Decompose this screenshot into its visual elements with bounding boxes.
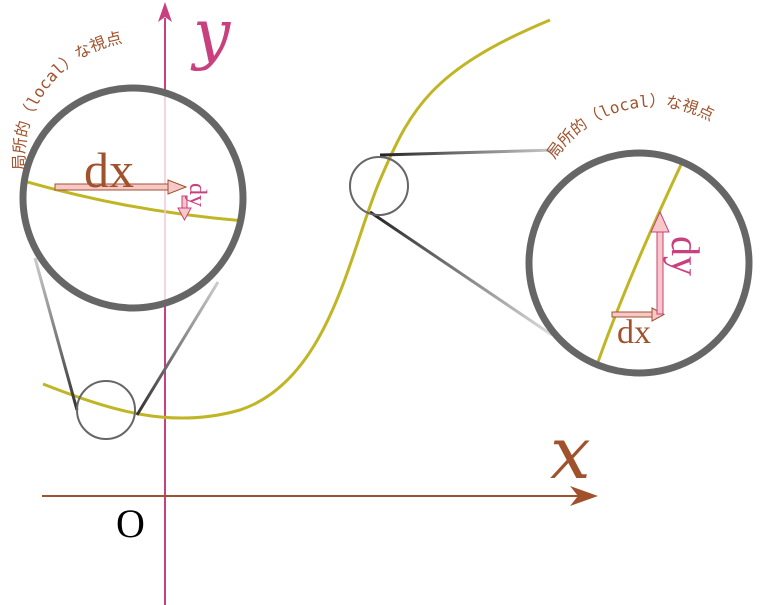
left-dx-arrowhead <box>167 179 188 195</box>
right-lens-curve <box>596 153 690 363</box>
x-axis-label: x <box>550 411 591 495</box>
left-connector-a <box>33 257 79 411</box>
right-dy-label: dy <box>663 236 708 276</box>
left-dy-label: dy <box>184 183 210 207</box>
left-zoom-lens <box>19 84 247 312</box>
left-dx-label: dx <box>84 142 134 198</box>
left-source-circle <box>76 380 136 440</box>
right-dy-arrow-shaft <box>656 229 664 315</box>
right-dy-arrowhead <box>650 210 670 233</box>
right-connector-b <box>369 210 553 337</box>
x-axis-arrowhead <box>570 486 598 506</box>
right-zoom-lens <box>525 149 753 377</box>
y-axis-arrowhead <box>158 2 172 22</box>
left-dy-arrowhead <box>177 207 192 222</box>
y-axis-label: y <box>190 0 231 72</box>
left-lens-curve <box>23 178 243 223</box>
right-connector-a <box>379 148 556 157</box>
origin-label: O <box>116 501 145 546</box>
right-source-circle <box>349 156 409 216</box>
right-dx-label: dx <box>617 314 651 351</box>
main-curve <box>42 18 551 420</box>
left-connector-b <box>135 281 220 416</box>
